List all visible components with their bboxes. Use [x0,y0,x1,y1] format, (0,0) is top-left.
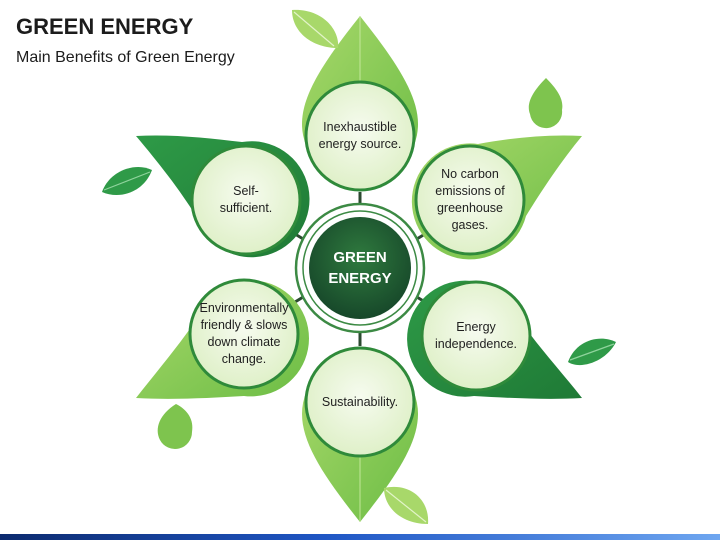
center-label-line1: GREEN [333,249,387,266]
leaf-icon [384,486,429,524]
drop-leaf-icon [157,404,193,449]
benefit-circle-bottom [304,346,416,458]
benefit-environmentally-friendly: Environmentally friendly & slows down cl… [199,301,289,366]
benefit-circle-upper-left [190,144,302,256]
benefit-sustainability: Sustainability. [321,394,399,409]
leaf-icon [568,338,616,366]
drop-leaf-icon [528,78,563,129]
benefit-self-sufficient: Self-sufficient. [219,184,273,215]
leaf-icon [102,166,152,196]
page-title: GREEN ENERGY [16,14,194,39]
benefit-circle-lower-left [188,278,300,390]
benefit-energy-independence: Energy independence. [434,320,518,351]
benefit-circle-top [304,80,416,192]
page-subtitle: Main Benefits of Green Energy [16,49,235,66]
center-hub [294,202,426,334]
center-label: GREEN ENERGY [312,236,408,300]
footer-bar [0,534,720,540]
benefit-inexhaustible: Inexhaustible energy source. [318,120,402,151]
benefit-circle-upper-right [414,144,526,256]
leaf-icon [292,9,339,48]
center-label-line2: ENERGY [328,270,392,287]
benefit-no-carbon: No carbon emissions of greenhouse gases. [435,167,505,232]
benefit-circle-lower-right [420,280,532,392]
